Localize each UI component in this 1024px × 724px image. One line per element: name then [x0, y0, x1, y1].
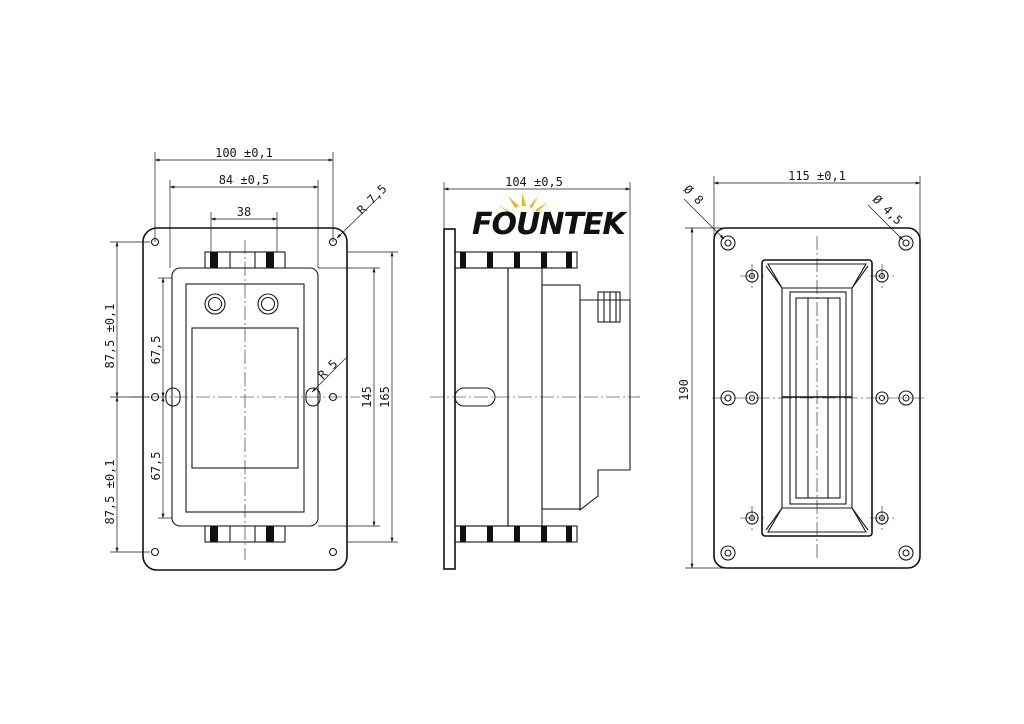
svg-text:115 ±0,1: 115 ±0,1	[788, 169, 846, 183]
svg-text:100 ±0,1: 100 ±0,1	[215, 146, 273, 160]
svg-text:67,5: 67,5	[149, 452, 163, 481]
dim-depth: 104 ±0,5	[443, 175, 631, 300]
svg-text:Ø 8: Ø 8	[681, 182, 706, 207]
svg-text:Ø 4,5: Ø 4,5	[870, 192, 905, 227]
svg-text:R 5: R 5	[315, 357, 340, 382]
logo-rays-icon	[498, 193, 548, 213]
svg-text:FOUNTEK: FOUNTEK	[472, 207, 628, 242]
terminal-icon	[204, 293, 279, 315]
dim-hole-small: Ø 4,5	[867, 192, 905, 241]
rear-view: 115 ±0,1 Ø 8 Ø 4,5 190	[677, 169, 924, 569]
front-view: 100 ±0,1 84 ±0,5 38 R 7,5 R 5	[103, 146, 398, 571]
svg-text:87,5 ±0,1: 87,5 ±0,1	[103, 459, 117, 524]
dim-slot-radius: R 5	[311, 357, 347, 393]
svg-text:84 ±0,5: 84 ±0,5	[219, 173, 270, 187]
dim-rear-height: 190	[677, 227, 728, 569]
dim-half-heights: 87,5 ±0,1 87,5 ±0,1	[103, 241, 150, 553]
side-clamps	[454, 251, 578, 543]
dim-width-outer: 100 ±0,1	[154, 146, 334, 242]
dim-body-height: 145	[318, 267, 380, 527]
svg-text:67,5: 67,5	[149, 336, 163, 365]
side-view: 104 ±0,5 FOUNTEK	[430, 175, 640, 570]
svg-text:145: 145	[360, 386, 374, 408]
side-flange	[443, 228, 456, 570]
front-flange	[142, 227, 348, 571]
svg-text:38: 38	[237, 205, 251, 219]
dim-corner-radius: R 7,5	[336, 182, 390, 239]
dim-total-height: 165	[347, 251, 398, 543]
svg-text:R 7,5: R 7,5	[354, 182, 389, 217]
dim-inner-halves: 67,5 67,5	[149, 277, 172, 519]
svg-text:104 ±0,5: 104 ±0,5	[505, 175, 563, 189]
svg-text:165: 165	[378, 386, 392, 408]
svg-text:87,5 ±0,1: 87,5 ±0,1	[103, 303, 117, 368]
fountek-logo: FOUNTEK	[472, 193, 629, 242]
dim-width-inner: 84 ±0,5	[169, 173, 319, 268]
dim-terminal-spacing: 38	[210, 205, 278, 252]
svg-text:190: 190	[677, 379, 691, 401]
